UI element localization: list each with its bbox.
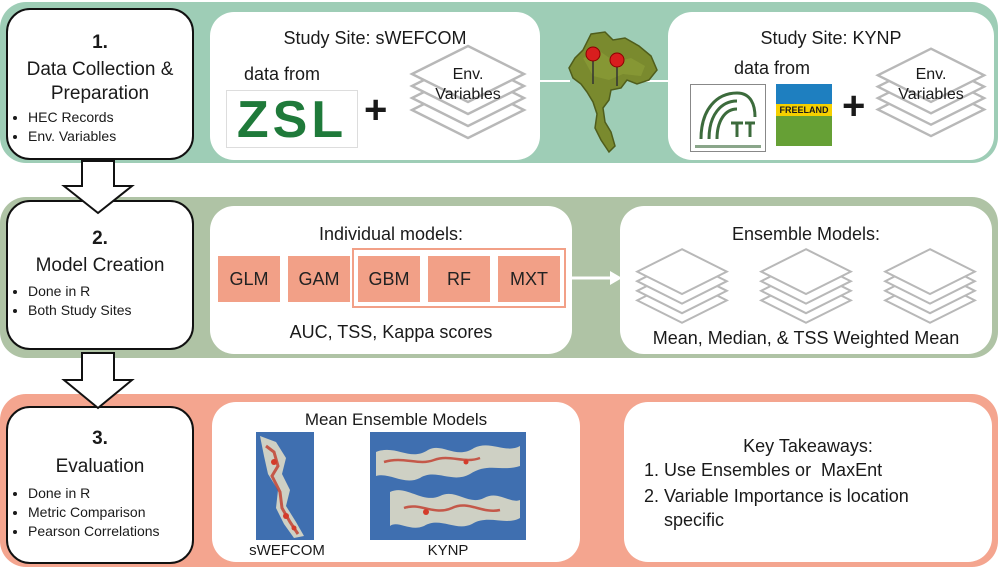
individual-models-title: Individual models: [318,224,464,244]
layer-sheet [882,248,978,296]
freeland-logo-stripe [776,114,832,146]
bullet-item: Done in R [28,484,160,503]
stage-3-number: 3. [92,428,108,449]
stage-2-box: 2. Model Creation Done in R Both Study S… [6,200,194,350]
takeaway-2-line2: specific [664,510,725,530]
layer-sheet [758,248,854,296]
kynp-map-image [370,432,526,540]
stage-1-bullets: HEC Records Env. Variables [8,108,116,146]
env-label-line1: Env. [452,66,484,83]
takeaway-2-line1: Variable Importance is location [664,486,909,506]
ecoclub-logo-caption [695,145,761,148]
stacked-layers-icon [882,248,978,324]
connector-line [540,80,570,82]
takeaway-1-number: 1. [644,460,660,480]
stage-1-number: 1. [92,32,108,53]
ensemble-methods-caption: Mean, Median, & TSS Weighted Mean [652,328,960,348]
data-from-label: data from [734,58,811,78]
takeaway-2-number: 2. [644,486,660,506]
key-takeaways-title: Key Takeaways: [743,436,873,456]
stacked-layers-icon [409,44,527,140]
stacked-layers-icon [758,248,854,324]
env-label-line2: Variables [898,86,964,103]
stage-1-title-line1: Data Collection & [26,59,174,80]
env-label-line2: Variables [435,86,501,103]
layer-sheet [409,44,527,104]
ensemble-models-title: Ensemble Models: [731,224,881,244]
stage-1-title-line2: Preparation [50,83,150,104]
down-arrow-icon [61,352,135,410]
bullet-item: Done in R [28,282,132,301]
down-arrow-icon [61,160,135,215]
zsl-logo-text: ZSL [236,91,348,149]
model-mxt: MXT [498,256,560,302]
stage-2-bullets: Done in R Both Study Sites [8,282,132,320]
stage-3-box: 3. Evaluation Done in R Metric Compariso… [6,406,194,564]
study-site-kynp-panel: Study Site: KYNP data from FREELAND + En… [668,12,994,160]
bullet-item: HEC Records [28,108,116,127]
bullet-item: Env. Variables [28,127,116,146]
individual-models-panel: Individual models: GLM GAM GBM RF MXT AU… [210,206,572,354]
bullet-item: Pearson Correlations [28,522,160,541]
stacked-layers-icon [875,47,987,138]
ecoclub-logo [690,84,766,152]
model-gam: GAM [288,256,350,302]
right-arrow-icon [572,271,622,285]
stacked-layers-icon [634,248,730,324]
stage-3-bullets: Done in R Metric Comparison Pearson Corr… [8,484,160,541]
model-scores-label: AUC, TSS, Kappa scores [289,322,493,342]
study-site-swefcom-panel: Study Site: sWEFCOM data from ZSL + Env.… [210,12,540,160]
stage-3-title-line1: Evaluation [55,456,145,477]
data-from-label: data from [244,64,321,84]
takeaway-1: Use Ensembles or MaxEnt [664,460,883,480]
bullet-item: Both Study Sites [28,301,132,320]
study-site-title: Study Site: KYNP [760,28,902,48]
model-glm: GLM [218,256,280,302]
stage-1-box: 1. Data Collection & Preparation HEC Rec… [6,8,194,160]
stage-2-title-line1: Model Creation [35,255,165,276]
leaf-logo-icon [699,91,757,140]
env-variables-layers: Env. Variables [408,42,528,157]
env-variables-layers: Env. Variables [874,42,988,157]
model-group-outline [352,248,566,308]
mean-ensemble-title: Mean Ensemble Models [304,410,488,429]
layer-sheet [634,248,730,296]
mean-ensemble-panel: Mean Ensemble Models sWEFCOM KYNP [212,402,580,562]
kynp-map-label: KYNP [427,542,469,559]
plus-sign: + [842,84,866,128]
layer-sheet [875,47,987,104]
stage-2-number: 2. [92,228,108,249]
env-label-line1: Env. [915,66,947,83]
thailand-map-icon [568,31,658,154]
connector-line [640,80,670,82]
model-rf: RF [428,256,490,302]
zsl-logo: ZSL [226,90,358,149]
model-gbm: GBM [358,256,420,302]
swefcom-map-label: sWEFCOM [249,542,325,559]
bullet-item: Metric Comparison [28,503,160,522]
swefcom-map-image [256,432,314,540]
key-takeaways-panel: Key Takeaways: 1. Use Ensembles or MaxEn… [624,402,992,562]
freeland-logo: FREELAND [776,84,832,146]
freeland-logo-text: FREELAND [776,104,832,116]
plus-sign: + [364,88,388,132]
ensemble-models-panel: Ensemble Models: Mean, Median, & TSS Wei… [620,206,992,354]
study-site-title: Study Site: sWEFCOM [283,28,467,48]
